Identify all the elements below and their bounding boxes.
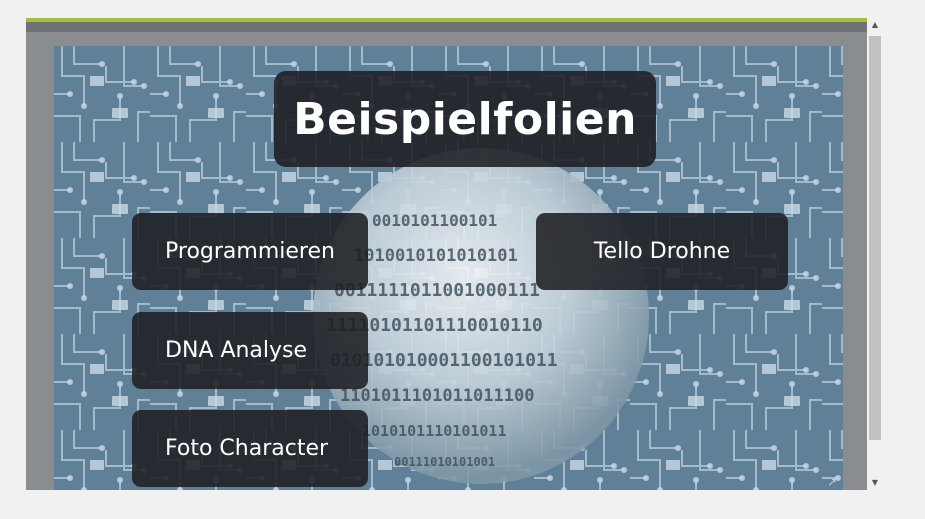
svg-text:010101010001100101011: 010101010001100101011 bbox=[330, 350, 558, 371]
accent-bar bbox=[26, 18, 867, 22]
tile-label: Tello Drohne bbox=[593, 239, 731, 264]
tile-tello-drohne[interactable]: Tello Drohne bbox=[536, 213, 788, 290]
tile-label: Programmieren bbox=[165, 239, 335, 264]
scroll-thumb[interactable] bbox=[869, 36, 881, 440]
vertical-scrollbar[interactable]: ▲ ▼ bbox=[867, 18, 883, 490]
tile-label: DNA Analyse bbox=[165, 338, 308, 363]
svg-text:0010101100101: 0010101100101 bbox=[372, 211, 497, 230]
resize-handle-icon[interactable]: ↗ bbox=[826, 475, 838, 489]
presentation-frame: 0010101100101 1010010101010101 001111101… bbox=[26, 18, 867, 490]
arrow-up-icon[interactable]: ▲ bbox=[871, 20, 879, 29]
svg-text:11110101101110010110: 11110101101110010110 bbox=[326, 315, 543, 336]
arrow-down-icon[interactable]: ▼ bbox=[871, 478, 879, 487]
svg-text:1010101110101011: 1010101110101011 bbox=[362, 422, 507, 440]
svg-text:1101011101011011100: 1101011101011011100 bbox=[340, 386, 534, 406]
slide-title: Beispielfolien bbox=[274, 71, 656, 167]
tile-label: Foto Character bbox=[165, 436, 329, 461]
tile-foto-character[interactable]: Foto Character bbox=[132, 410, 368, 487]
frame-header-strip bbox=[26, 22, 867, 32]
svg-text:1010010101010101: 1010010101010101 bbox=[354, 246, 518, 266]
slide-canvas: 0010101100101 1010010101010101 001111101… bbox=[54, 46, 843, 490]
svg-text:00111010101001: 00111010101001 bbox=[394, 455, 495, 469]
tile-dna-analyse[interactable]: DNA Analyse bbox=[132, 312, 368, 389]
svg-text:0011111011001000111: 0011111011001000111 bbox=[334, 280, 540, 301]
tile-programmieren[interactable]: Programmieren bbox=[132, 213, 368, 290]
